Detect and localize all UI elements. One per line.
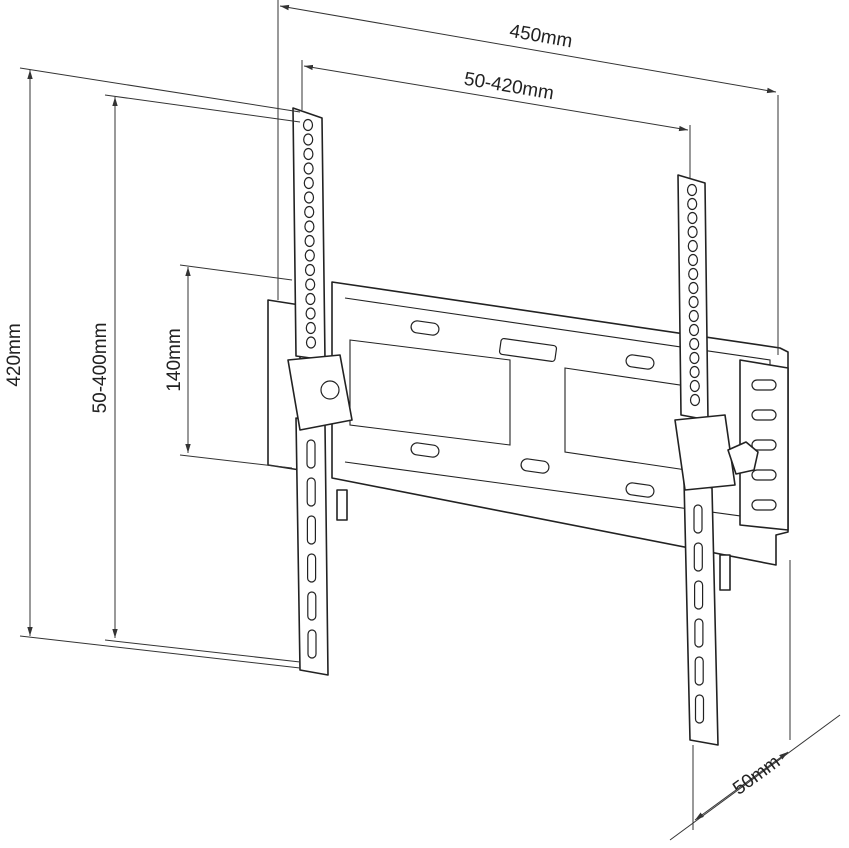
mount-hole: [303, 191, 315, 204]
mount-hole: [689, 337, 700, 351]
left-lock-screw: [336, 489, 348, 521]
bracket-slot: [693, 580, 704, 610]
ext-line: [179, 264, 293, 281]
plate-slots: [410, 320, 777, 511]
mount-hole: [686, 183, 698, 197]
mount-hole: [304, 263, 316, 277]
label-vesa-vertical: 50-400mm: [90, 323, 111, 414]
mount-hole: [688, 295, 699, 309]
plate-slot: [751, 409, 777, 421]
mount-hole: [304, 234, 315, 248]
mount-hole: [303, 147, 314, 161]
left-bracket-upper: [292, 107, 326, 361]
right-tilt-knob: [727, 441, 759, 475]
bracket-slot: [307, 591, 317, 621]
mount-hole: [304, 220, 315, 233]
plate-slot: [751, 469, 777, 481]
mount-hole: [689, 393, 701, 407]
dimension-lines: [19, 0, 841, 841]
bracket-slot: [307, 553, 317, 583]
left-hinge-knob: [320, 380, 340, 400]
plate-slot: [751, 379, 777, 391]
wall-plate-body: [331, 281, 789, 566]
bracket-slot: [306, 477, 316, 507]
ext-line: [19, 635, 301, 669]
ext-line: [104, 639, 301, 663]
bracket-slot: [693, 542, 703, 572]
mount-hole: [302, 118, 314, 132]
bracket-slot: [693, 504, 703, 534]
label-plate-height: 140mm: [164, 328, 185, 391]
right-bracket: [674, 174, 759, 746]
dim-450: [279, 4, 777, 94]
plate-slot: [751, 439, 777, 451]
mount-hole: [687, 239, 698, 253]
mount-hole: [303, 133, 314, 146]
mount-hole: [689, 379, 700, 393]
mount-hole: [305, 321, 316, 335]
dim-50-420: [303, 64, 689, 132]
mount-hole: [305, 336, 317, 349]
left-bracket: [287, 107, 353, 676]
plate-slot: [625, 482, 655, 498]
left-tilt-hinge: [287, 354, 353, 431]
plate-slot: [625, 354, 655, 370]
bracket-slot: [694, 656, 704, 686]
bracket-slot: [694, 618, 704, 648]
dim-50: [694, 751, 789, 821]
plate-slot: [520, 458, 550, 474]
label-vesa-horizontal: 50-420mm: [462, 69, 555, 105]
mount-hole: [689, 365, 700, 379]
bracket-slot: [306, 515, 316, 545]
plate-slot: [410, 442, 440, 458]
mount-hole: [688, 323, 700, 337]
mount-hole: [303, 176, 314, 190]
spirit-level: [498, 337, 558, 363]
plate-slot: [751, 499, 777, 511]
right-tilt-hinge: [674, 414, 736, 491]
label-depth: 50mm: [729, 752, 784, 800]
mount-hole: [687, 253, 699, 267]
mount-hole: [305, 292, 316, 306]
mount-hole: [687, 197, 698, 211]
mount-hole: [687, 225, 698, 239]
bracket-slot: [307, 629, 317, 659]
mount-hole: [688, 309, 699, 323]
ext-line: [104, 94, 301, 123]
mount-hole: [688, 281, 699, 295]
bracket-slot: [694, 694, 705, 724]
mount-hole: [688, 267, 699, 281]
bracket-holes: [302, 118, 705, 724]
right-lock-screw: [719, 554, 731, 591]
bracket-slot: [306, 439, 316, 469]
mount-hole: [305, 307, 316, 320]
mount-hole: [687, 211, 698, 225]
label-overall-height: 420mm: [4, 323, 25, 386]
mount-hole: [689, 351, 700, 365]
mount-hole: [305, 278, 316, 291]
plate-window-left: [349, 339, 511, 446]
mount-hole: [304, 249, 315, 262]
ext-line: [19, 67, 301, 113]
plate-slot: [410, 320, 440, 336]
ext-line: [179, 454, 293, 469]
mount-hole: [303, 162, 314, 175]
mount-hole: [304, 205, 315, 219]
